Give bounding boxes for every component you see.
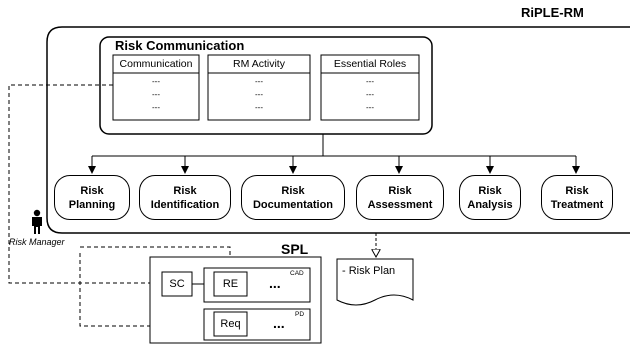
pd-ellipsis: ... [273,315,285,331]
activity-risk-identification: Risk Identification [139,175,231,220]
essential-roles-item-3: --- [366,103,374,112]
communication-column-box [112,54,200,121]
activity-risk-identification-line2: Identification [150,198,220,211]
activity-risk-treatment-line1: Risk [565,184,589,197]
re-label: RE [222,278,239,290]
activity-risk-treatment-line2: Treatment [550,198,604,211]
cad-tag: CAD [290,270,304,277]
activity-risk-treatment: Risk Treatment [541,175,613,220]
req-box [213,311,248,337]
activity-risk-analysis-line2: Analysis [467,198,513,211]
activity-risk-identification-line1: Risk [173,184,197,197]
cad-ellipsis: ... [269,275,281,291]
re-box [213,271,248,297]
communication-to-sc-dashed-arrow [8,84,163,287]
communication-column-header: Communication [119,58,193,70]
rm-activity-column-header: RM Activity [233,58,285,70]
risk-plan-document [336,258,414,306]
communication-item-3: --- [152,103,160,112]
activity-risk-documentation: Risk Documentation [241,175,345,220]
pd-tag: PD [295,311,305,318]
sc-label: SC [169,278,185,290]
activity-risk-documentation-line1: Risk [281,184,305,197]
activity-risk-assessment-line1: Risk [388,184,412,197]
rm-activity-item-2: --- [255,90,263,99]
essential-roles-column-box [320,54,420,121]
communication-item-1: --- [152,77,160,86]
activity-risk-assessment: Risk Assessment [356,175,444,220]
activity-risk-planning-line2: Planning [68,198,116,211]
essential-roles-column-header: Essential Roles [333,58,407,70]
activity-risk-planning: Risk Planning [54,175,130,220]
activity-risk-planning-line1: Risk [80,184,104,197]
communication-item-2: --- [152,90,160,99]
risk-manager-label: Risk Manager [9,237,65,247]
risk-communication-title: Risk Communication [115,38,245,53]
activity-connector-tree [88,134,580,174]
activity-risk-analysis: Risk Analysis [459,175,521,220]
risk-plan-label: - Risk Plan [342,265,396,277]
activity-risk-analysis-line1: Risk [478,184,502,197]
person-icon [32,209,42,234]
essential-roles-item-1: --- [366,77,374,86]
spl-title: SPL [281,241,309,257]
rm-activity-item-3: --- [255,103,263,112]
rm-activity-column-box [207,54,311,121]
req-label: Req [220,318,241,330]
activity-risk-assessment-line2: Assessment [367,198,433,211]
activity-risk-documentation-line2: Documentation [252,198,334,211]
riple-rm-container [46,26,630,234]
essential-roles-item-2: --- [366,90,374,99]
diagram-title: RiPLE-RM [521,5,584,20]
rm-activity-item-1: --- [255,77,263,86]
